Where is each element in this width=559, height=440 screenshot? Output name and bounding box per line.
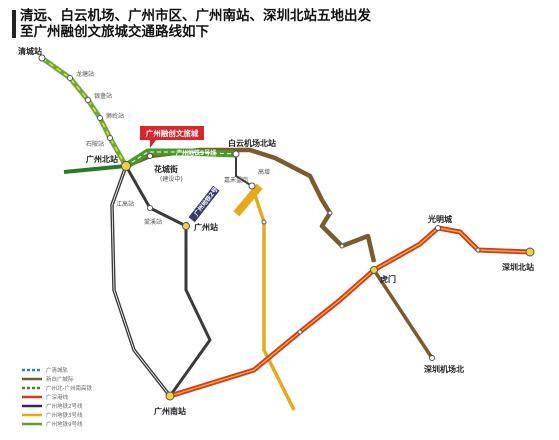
station-markers xyxy=(38,54,535,401)
humen-airport-line xyxy=(372,269,434,359)
station-labels: 清城站 龙塘站 银盏站 狮岭站 石陂站 广州北站 花城街 (建设中) 白云机场北… xyxy=(18,46,534,416)
label-yinzhan: 银盏站 xyxy=(94,92,112,100)
legend-label: 广深港线 xyxy=(46,393,69,401)
map-legend: 广清城轨新白广城际广州北-广州南高铁广深港线广州地铁2号线广州地铁3号线广州地铁… xyxy=(22,366,92,428)
station-dot-brown-1 xyxy=(327,210,333,216)
title-line-2: 至广州融创文旅城交通路线如下 xyxy=(20,24,209,40)
label-gaozeng: 高增 xyxy=(258,168,270,176)
station-dot-yinzhan xyxy=(85,97,91,103)
station-dot-gz-north xyxy=(121,161,131,171)
station-dot-red-1 xyxy=(297,329,303,335)
legend-item: 广深港线 xyxy=(22,393,69,401)
label-tangxi: 棠溪站 xyxy=(144,218,162,226)
legend-label: 广州北-广州南高铁 xyxy=(46,384,92,392)
station-dot-humen xyxy=(370,266,378,274)
station-dot-sz-north xyxy=(525,247,535,257)
station-dot-longtang xyxy=(67,75,73,81)
station-dot-red-2 xyxy=(475,247,481,253)
title-line-1: 清远、白云机场、广州市区、广州南站、深圳北站五地出发 xyxy=(20,8,371,24)
gz-north-west-line xyxy=(63,164,127,174)
station-dot-gz-station xyxy=(182,222,190,230)
label-jiahe: 嘉禾望岗 xyxy=(224,176,248,184)
metro2-line xyxy=(168,226,212,397)
metro2-label: 广州地铁2号线 xyxy=(192,181,223,218)
legend-label: 广清城轨 xyxy=(46,366,69,374)
legend-label: 广州地铁9号线 xyxy=(46,420,83,428)
legend-label: 新白广城际 xyxy=(46,375,74,383)
label-guangming: 光明城 xyxy=(427,214,452,224)
label-huacheng: 花城街 xyxy=(154,164,178,174)
station-dot-qingcheng xyxy=(38,54,46,62)
jiahe-connector xyxy=(235,154,253,187)
label-longtang: 龙塘站 xyxy=(76,70,94,78)
station-dot-huacheng xyxy=(147,153,153,159)
metro3-label-box xyxy=(233,183,263,217)
map-title: 清远、白云机场、广州市区、广州南站、深圳北站五地出发 至广州融创文旅城交通路线如… xyxy=(20,8,371,40)
station-dot-jiahe xyxy=(248,182,256,190)
metro3-line xyxy=(250,185,296,411)
legend-item: 广州地铁9号线 xyxy=(22,420,83,428)
legend-label: 广州地铁2号线 xyxy=(46,402,83,410)
station-dot-shijing xyxy=(107,135,113,141)
label-humen: 虎门 xyxy=(380,274,396,284)
label-qingcheng: 清城站 xyxy=(18,46,42,56)
station-dot-metro3-mid xyxy=(261,219,267,225)
station-dot-sz-airport-north xyxy=(429,355,435,361)
station-dot-jianggao xyxy=(147,205,153,211)
legend-item: 广州地铁3号线 xyxy=(22,411,83,419)
label-gz-north: 广州北站 xyxy=(86,154,118,164)
gz-north-gz-station-line xyxy=(124,165,187,228)
station-dot-guangming xyxy=(435,225,441,231)
label-airport-north: 白云机场北站 xyxy=(228,138,276,148)
title-accent-bar xyxy=(12,10,16,38)
guangshengang-line xyxy=(169,225,531,399)
destination-callout: 广州融创文旅城 xyxy=(140,126,204,148)
legend-item: 广清城轨 xyxy=(22,366,69,374)
label-gz-station: 广州站 xyxy=(194,222,218,232)
legend-item: 广州地铁2号线 xyxy=(22,402,83,410)
metro9-line xyxy=(124,148,237,169)
legend-label: 广州地铁3号线 xyxy=(46,411,83,419)
label-shiling: 狮岭站 xyxy=(106,112,124,120)
label-huacheng-note: (建设中) xyxy=(160,175,183,183)
guangqing-line xyxy=(39,55,129,169)
label-jianggao: 江高站 xyxy=(116,200,134,208)
station-dot-brown-2 xyxy=(339,243,345,249)
station-dot-airport-north xyxy=(232,150,240,158)
legend-item: 广州北-广州南高铁 xyxy=(22,384,92,392)
label-sz-airport-north: 深圳机场北 xyxy=(424,364,464,374)
label-sz-north: 深圳北站 xyxy=(502,262,534,272)
metro9-label: 广州地铁9号线 xyxy=(176,149,216,157)
callout-text: 广州融创文旅城 xyxy=(146,128,199,138)
label-gz-south: 广州南站 xyxy=(154,406,186,416)
station-dot-shiling xyxy=(97,115,103,121)
label-shijing: 石陂站 xyxy=(86,140,104,148)
gz-north-south-hsr xyxy=(110,165,172,398)
station-dot-gz-south xyxy=(165,391,175,401)
legend-item: 新白广城际 xyxy=(22,375,74,383)
metro2-label-box: 广州地铁2号线 xyxy=(188,181,223,223)
